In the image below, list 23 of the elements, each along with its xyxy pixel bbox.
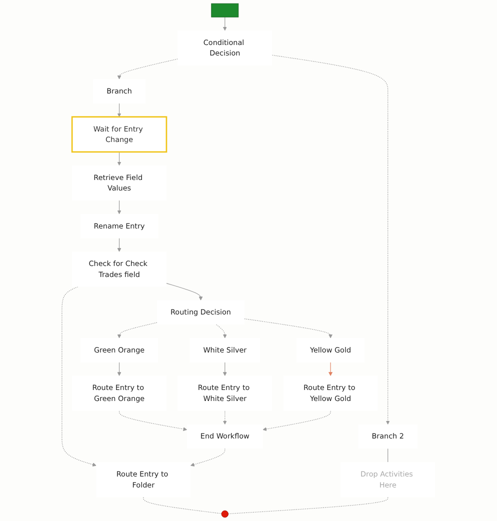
arrow [328,362,333,376]
arrow [118,410,188,432]
arrow [262,410,331,432]
arrow [117,362,122,376]
node-box [211,3,239,18]
arrow [272,54,390,425]
arrow [222,410,227,425]
arrow [117,152,122,166]
arrow [117,322,158,338]
arrow [117,103,122,118]
arrow [244,318,333,338]
connector [228,496,388,514]
node-circle [221,510,228,518]
arrow [222,362,227,376]
arrow [190,448,226,466]
arrow [117,200,122,214]
arrow [216,324,227,338]
arrow [166,283,203,300]
arrow [62,286,96,466]
arrow [117,238,122,252]
connector [143,496,222,514]
arrow [117,58,178,80]
arrow [222,16,227,31]
